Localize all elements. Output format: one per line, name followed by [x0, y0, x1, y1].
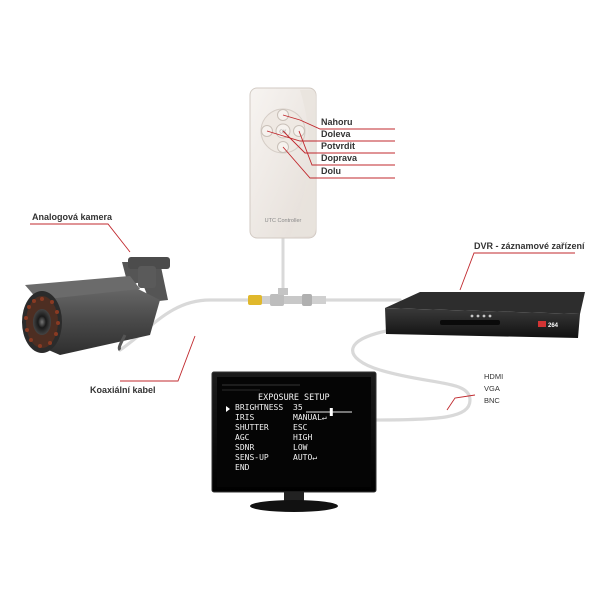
label-doprava: Doprava [321, 153, 358, 163]
osd-row-name: END [235, 463, 250, 472]
label-dvr: DVR - záznamové zařízení [474, 241, 585, 251]
label-vga: VGA [484, 384, 500, 393]
label-bnc: BNC [484, 396, 500, 405]
osd-row-name: SHUTTER [235, 423, 269, 432]
dvr-badge: 264 [548, 323, 559, 329]
remote-ok-label: OK [279, 130, 287, 136]
label-dolu: Dolu [321, 166, 341, 176]
osd-row-name: IRIS [235, 413, 255, 422]
utc-remote: OK UTC Controller [249, 87, 317, 239]
label-coax-cable: Koaxiální kabel [90, 385, 156, 395]
label-nahoru: Nahoru [321, 117, 353, 127]
analog-camera [22, 257, 170, 355]
remote-brand: UTC Controller [265, 218, 302, 224]
bnc-connector [248, 288, 326, 306]
osd-header: EXPOSURE SETUP [258, 393, 330, 403]
label-hdmi: HDMI [484, 372, 504, 381]
osd-row-value: AUTO↵ [293, 453, 318, 462]
cables [118, 234, 472, 422]
label-potvrdit: Potvrdit [321, 141, 356, 151]
label-analog-camera: Analogová kamera [32, 212, 113, 222]
leader-lines [30, 114, 575, 411]
osd-row-name: AGC [235, 433, 250, 442]
osd-row-value: 35 [293, 403, 303, 412]
osd-row-value: HIGH [293, 433, 313, 442]
osd-row-value: LOW [293, 443, 308, 452]
osd-cursor-icon [226, 406, 230, 412]
osd-row-value: MANUAL↵ [293, 413, 327, 422]
camera-lens [33, 309, 51, 335]
osd-row-name: SENS-UP [235, 453, 269, 462]
dvr-recorder: 264 [385, 292, 585, 338]
osd-brightness-knob [329, 408, 333, 416]
osd-row-value: ESC [293, 423, 308, 432]
dvr-monitor-cable [351, 324, 472, 422]
monitor [211, 371, 377, 512]
label-doleva: Doleva [321, 129, 351, 139]
osd-row-name: SDNR [235, 443, 255, 452]
osd-row-name: BRIGHTNESS [235, 403, 284, 412]
camera-coax-cable [118, 298, 252, 352]
